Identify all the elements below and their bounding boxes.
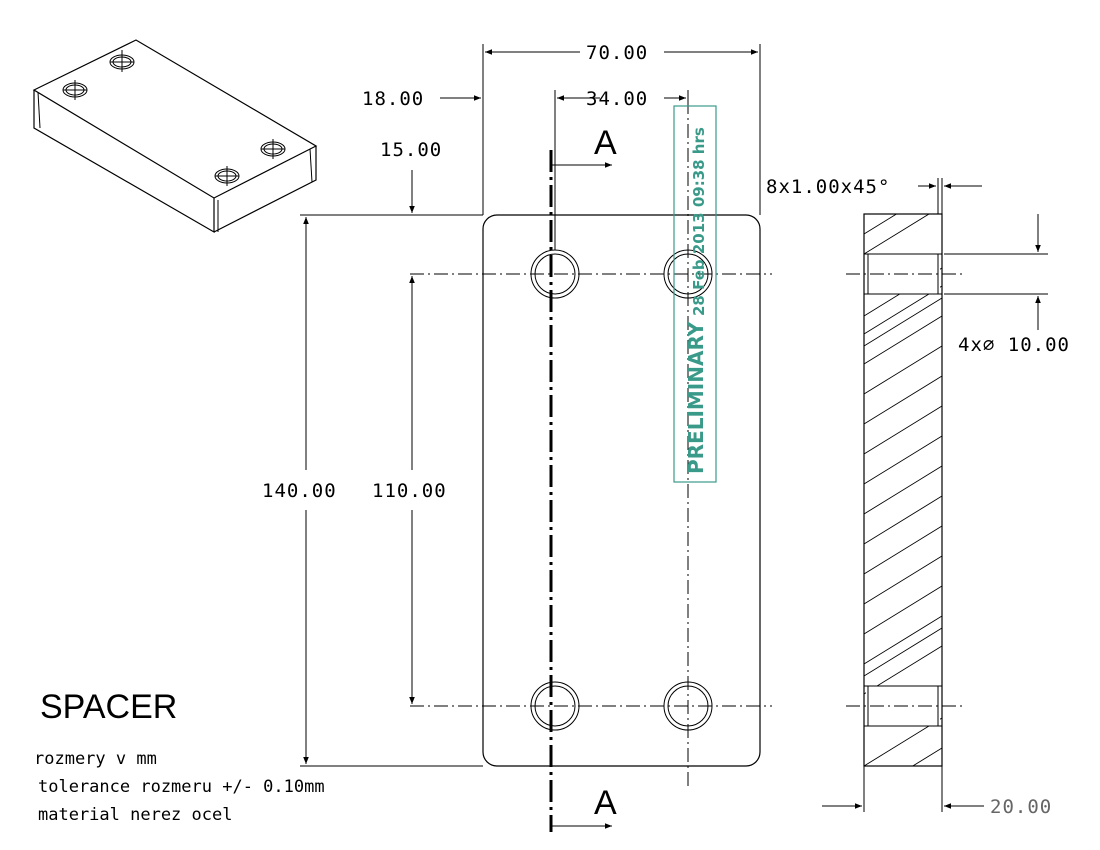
- dim-hole-diameter: 4x∅ 10.00: [958, 334, 1070, 356]
- iso-hole: [260, 139, 286, 159]
- iso-hole: [214, 166, 240, 186]
- section-label-bottom: A: [594, 784, 617, 822]
- part-title: SPACER: [40, 688, 177, 726]
- note-tolerance: tolerance rozmeru +/- 0.10mm: [38, 777, 325, 797]
- iso-hole: [109, 50, 135, 72]
- dim-chamfer: 8x1.00x45°: [766, 176, 890, 198]
- note-dimensions-unit: rozmery v mm: [34, 749, 157, 769]
- hole-bottom-left: [530, 681, 580, 731]
- stamp-timestamp: 28 Feb 2013 09:38 hrs: [690, 127, 708, 316]
- section-label-top: A: [594, 124, 617, 162]
- dimension-lines: [300, 44, 761, 767]
- dim-thickness: 20.00: [990, 796, 1052, 818]
- dim-hole-offset-x: 18.00: [362, 88, 424, 110]
- stamp-status: PRELIMINARY: [684, 321, 708, 474]
- preliminary-stamp: PRELIMINARY 28 Feb 2013 09:38 hrs: [673, 105, 717, 483]
- dim-hole-offset-y: 15.00: [380, 139, 442, 161]
- isometric-view: [32, 39, 318, 234]
- note-material: material nerez ocel: [38, 805, 232, 825]
- plate-outline: [482, 214, 761, 767]
- side-dimension-lines: [822, 178, 1048, 812]
- hole-top-right: [663, 249, 713, 299]
- front-view: A A: [410, 100, 772, 832]
- side-view: [846, 213, 962, 767]
- dim-overall-height: 140.00: [262, 480, 337, 502]
- dim-overall-width: 70.00: [586, 42, 648, 64]
- dim-hole-spacing-x: 34.00: [586, 88, 648, 110]
- hole-bottom-right: [663, 681, 713, 731]
- iso-hole: [62, 80, 88, 100]
- dim-hole-spacing-y: 110.00: [372, 480, 447, 502]
